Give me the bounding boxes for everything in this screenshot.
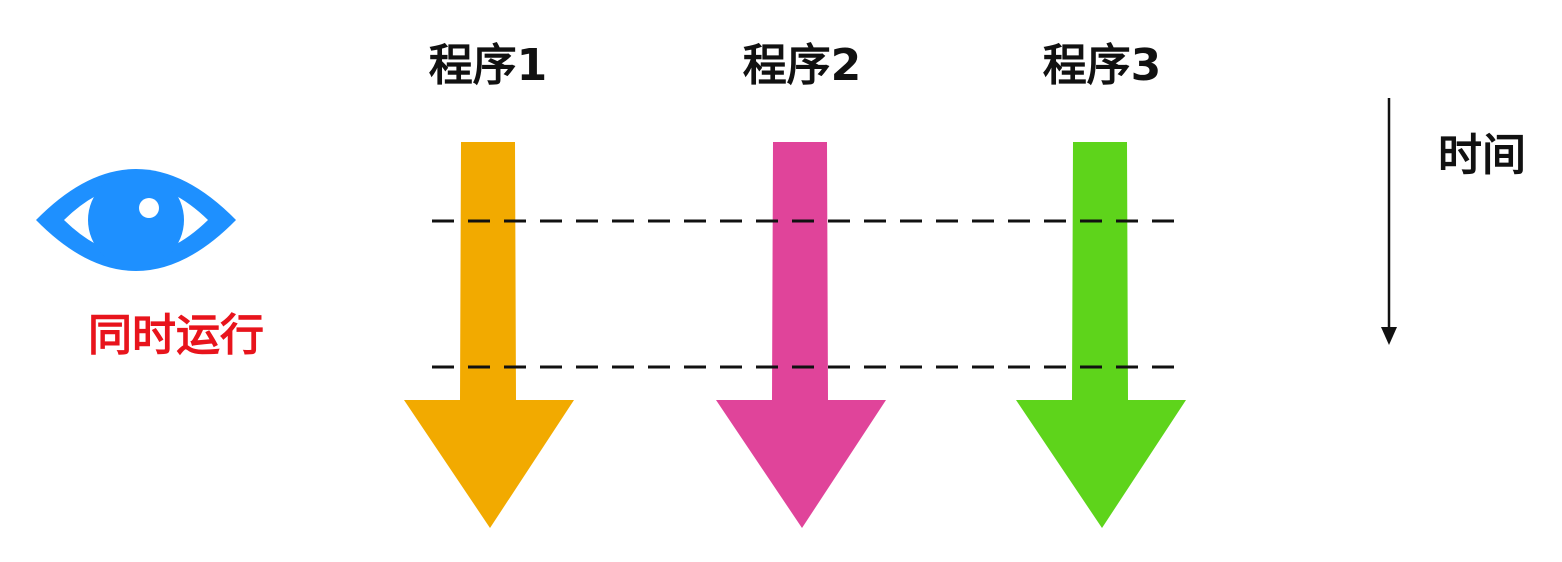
program-1-arrow bbox=[404, 142, 574, 528]
eye-icon bbox=[36, 169, 236, 271]
time-axis-arrowhead bbox=[1381, 327, 1397, 345]
time-axis-label: 时间 bbox=[1438, 130, 1526, 181]
program-1-title: 程序1 bbox=[429, 40, 548, 91]
program-2-title: 程序2 bbox=[743, 40, 862, 91]
program-2-arrow bbox=[716, 142, 886, 528]
program-3-arrow bbox=[1016, 142, 1186, 528]
program-3-title: 程序3 bbox=[1043, 40, 1162, 91]
observer-caption: 同时运行 bbox=[88, 310, 264, 361]
